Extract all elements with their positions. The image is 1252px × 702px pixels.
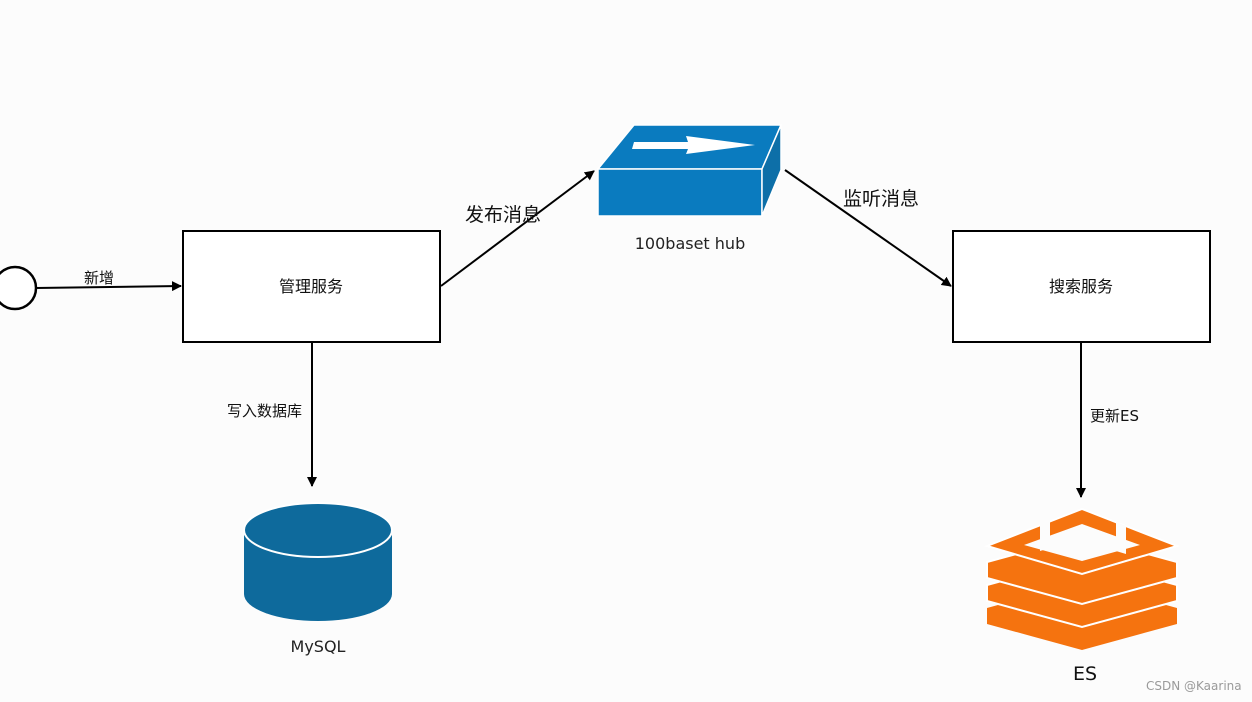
edge-listen-line [784,169,952,287]
es-label: ES [1073,663,1097,685]
edge-write-db-label: 写入数据库 [227,402,302,420]
database-cylinder-icon[interactable] [243,502,393,621]
es-top-gap-right [1116,522,1126,554]
search-service-label: 搜索服务 [1049,277,1113,296]
edge-add-label: 新增 [84,269,114,287]
mgmt-service-node[interactable]: 管理服务 [182,230,441,343]
search-service-node[interactable]: 搜索服务 [952,230,1211,343]
start-event-circle-icon[interactable] [0,265,38,311]
mysql-label: MySQL [291,637,346,656]
mgmt-service-label: 管理服务 [279,277,343,296]
hub-front-face [597,168,763,217]
hub-side-face [761,124,782,217]
watermark-text: CSDN @Kaarina [1146,679,1242,693]
db-top [243,502,393,558]
edge-update-es-label: 更新ES [1090,407,1139,425]
stacked-layers-icon[interactable] [983,507,1181,650]
network-hub-icon[interactable] [596,124,783,217]
edge-publish-label: 发布消息 [465,204,541,226]
search-service-box[interactable] [952,230,1211,343]
edge-add-line [35,281,182,292]
es-top-hole [1024,524,1140,561]
edge-publish-line [440,170,595,287]
hub-label: 100baset hub [635,234,745,253]
hub-arrow-icon [632,136,755,154]
edge-listen-label: 监听消息 [843,188,919,210]
es-top-gap-left [1040,518,1050,551]
